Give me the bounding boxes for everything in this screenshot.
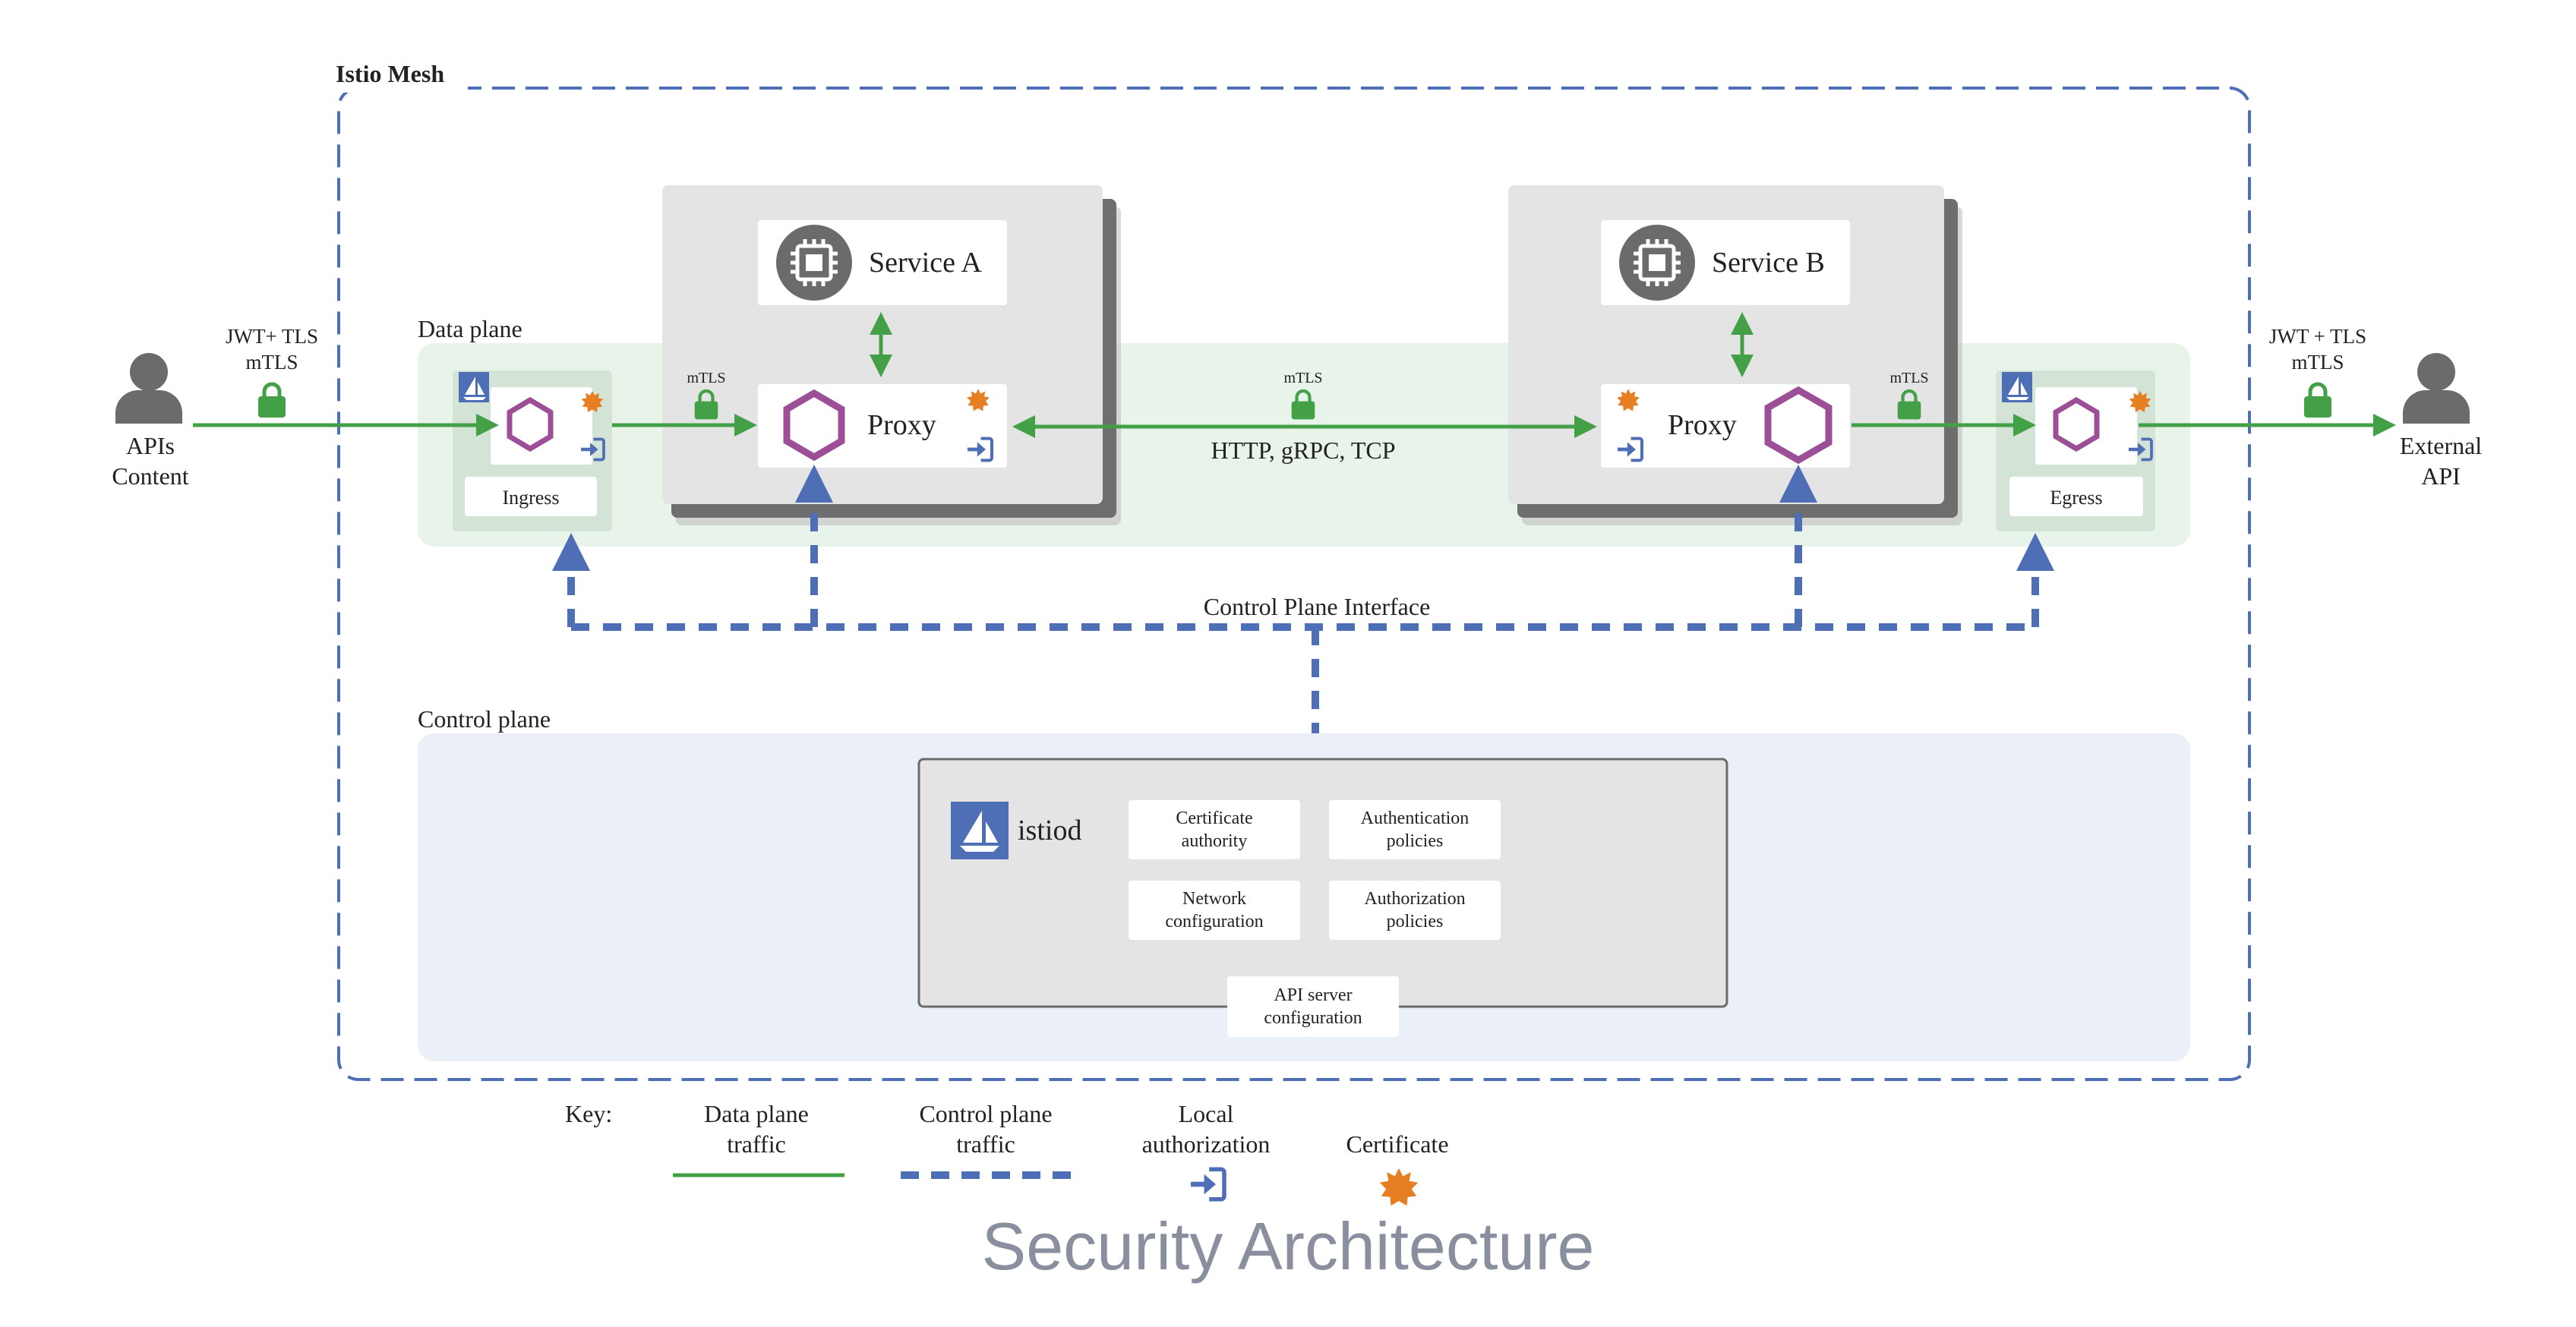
mesh-mtls: mTLS HTTP, gRPC, TCP <box>1211 370 1395 464</box>
istio-sail-icon <box>2002 372 2032 402</box>
istio-mesh-boundary <box>337 87 2251 1081</box>
service-a-label: Service A <box>869 247 982 279</box>
network-configuration-card[interactable]: Network configuration <box>1129 881 1300 940</box>
card-line2: authority <box>1182 831 1248 851</box>
proxy-hexagon-icon <box>507 396 554 452</box>
control-plane-label: Control plane <box>418 705 551 733</box>
protocols-label: HTTP, gRPC, TCP <box>1211 437 1395 464</box>
legend-local-auth-line2: authorization <box>1142 1130 1271 1158</box>
lock-icon <box>258 384 286 418</box>
card-line2: policies <box>1387 831 1444 851</box>
control-plane-interface-label: Control Plane Interface <box>1204 593 1431 620</box>
client-right-sec-line1: JWT + TLS <box>2269 325 2366 348</box>
client-left-sec-line2: mTLS <box>245 351 298 374</box>
external-api-client: External API JWT + TLS mTLS <box>2269 325 2482 490</box>
proxy-hexagon-icon <box>783 389 845 462</box>
legend-local-auth-line1: Local <box>1179 1100 1234 1127</box>
proxy-a-label: Proxy <box>867 409 936 441</box>
legend-data-plane-line1: Data plane <box>704 1100 809 1127</box>
mtls-label: mTLS <box>687 370 725 386</box>
card-line1: Network <box>1182 889 1246 909</box>
service-b-card[interactable]: Service B <box>1601 220 1850 305</box>
service-a-card[interactable]: Service A <box>758 220 1007 305</box>
proxy-a[interactable]: Proxy <box>758 384 1007 468</box>
certificate-authority-card[interactable]: Certificate authority <box>1129 800 1300 859</box>
card-line1: API server <box>1274 985 1352 1005</box>
local-authorization-icon <box>1191 1169 1224 1199</box>
user-icon <box>115 353 182 424</box>
proxy-b[interactable]: Proxy <box>1601 384 1850 468</box>
legend-control-plane-line1: Control plane <box>919 1100 1052 1127</box>
istiod[interactable]: istiod Certificate authority Authenticat… <box>917 758 1728 1008</box>
proxy-hexagon-icon <box>1764 386 1833 465</box>
client-left-sec-line1: JWT+ TLS <box>226 325 318 348</box>
certificate-icon <box>1379 1168 1419 1206</box>
legend-certificate-label: Certificate <box>1346 1130 1448 1158</box>
apis-content-client: APIs Content JWT+ TLS mTLS <box>112 325 318 490</box>
card-line2: configuration <box>1165 912 1263 931</box>
lock-icon <box>2304 384 2331 418</box>
istio-sail-icon <box>459 372 489 402</box>
card-line2: configuration <box>1264 1008 1362 1028</box>
card-line1: Authorization <box>1364 889 1465 909</box>
legend-title: Key: <box>565 1100 612 1127</box>
api-server-configuration-card[interactable]: API server configuration <box>1227 976 1399 1037</box>
user-icon <box>2403 353 2470 424</box>
client-right-sec-line2: mTLS <box>2291 351 2344 374</box>
caption: Security Architecture <box>982 1209 1595 1284</box>
mtls-label: mTLS <box>1283 370 1322 386</box>
egress-label: Egress <box>2050 487 2102 509</box>
ingress-label: Ingress <box>502 487 559 509</box>
istio-sail-icon <box>951 802 1009 859</box>
chip-icon <box>1619 225 1695 301</box>
card-line1: Authentication <box>1361 808 1470 828</box>
mtls-label: mTLS <box>1889 370 1928 386</box>
authorization-policies-card[interactable]: Authorization policies <box>1329 881 1501 940</box>
proxy-b-label: Proxy <box>1668 409 1737 441</box>
service-b-label: Service B <box>1712 247 1825 279</box>
client-left-line2: Content <box>112 462 188 490</box>
client-left-line1: APIs <box>126 432 175 459</box>
egress-gateway[interactable]: Egress <box>1996 370 2155 531</box>
authentication-policies-card[interactable]: Authentication policies <box>1329 800 1501 859</box>
egress-mtls: mTLS <box>1889 370 1929 419</box>
istiod-label: istiod <box>1018 815 1081 846</box>
ingress-gateway[interactable]: Ingress <box>453 370 612 531</box>
data-plane-label: Data plane <box>418 315 522 342</box>
proxy-hexagon-icon <box>2053 396 2100 452</box>
mesh-title: Istio Mesh <box>336 60 444 87</box>
client-right-line1: External <box>2400 432 2483 459</box>
legend: Key: Data plane traffic Control plane tr… <box>565 1100 1449 1206</box>
chip-icon <box>776 225 852 301</box>
legend-control-plane-line2: traffic <box>956 1130 1015 1158</box>
card-line1: Certificate <box>1176 808 1252 828</box>
card-line2: policies <box>1387 912 1444 931</box>
client-right-line2: API <box>2421 462 2461 490</box>
legend-data-plane-line2: traffic <box>727 1130 786 1158</box>
ingress-mtls: mTLS <box>687 370 726 419</box>
